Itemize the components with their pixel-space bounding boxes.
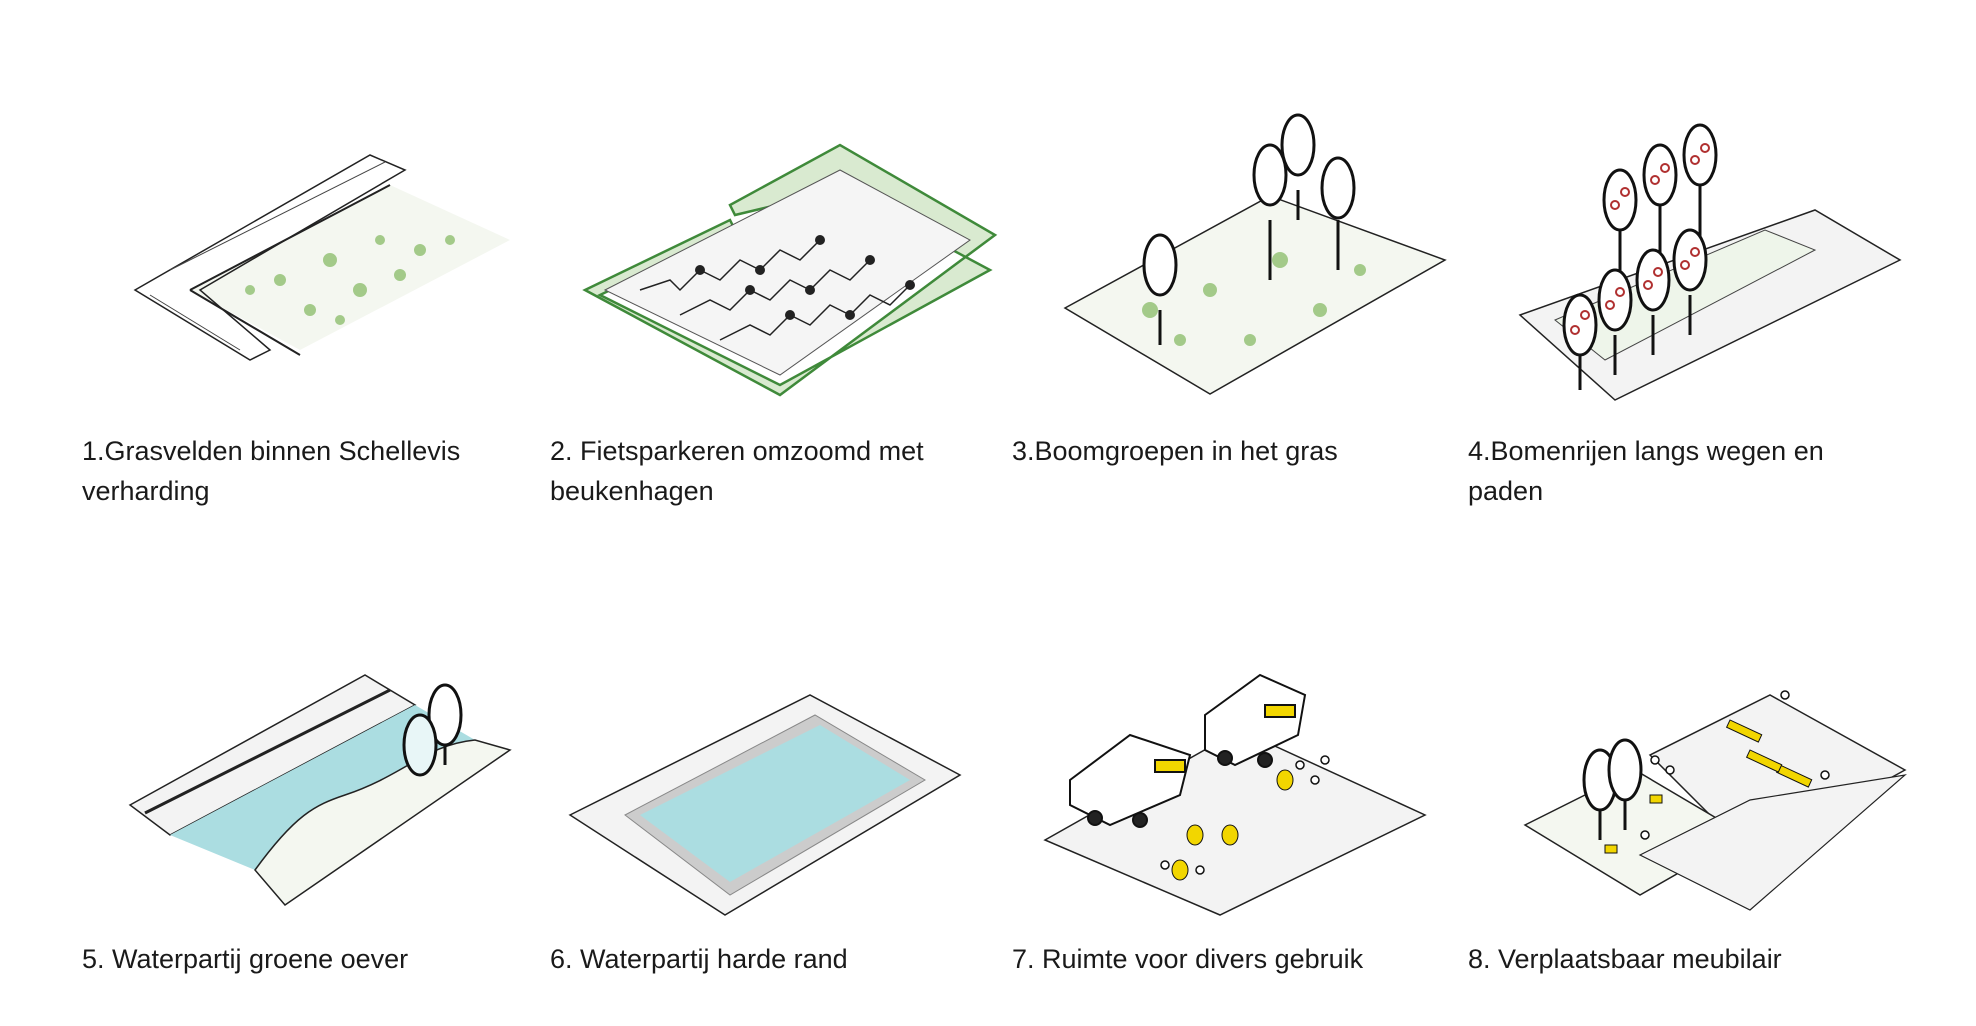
illustration-grass-fields-paving — [133, 154, 510, 361]
caption-7: 7. Ruimte voor divers gebruik — [1012, 944, 1364, 974]
illustration-tree-rows-roads — [1518, 123, 1902, 401]
illustration-bike-parking-hedges — [582, 143, 998, 397]
illustration-space-diverse-use — [1043, 673, 1427, 916]
caption-2: 2. Fietsparkeren omzoomd met beukenhagen — [550, 436, 924, 506]
caption-3: 3.Boomgroepen in het gras — [1012, 436, 1338, 466]
caption-4: 4.Bomenrijen langs wegen en paden — [1468, 436, 1824, 506]
caption-6: 6. Waterpartij harde rand — [550, 944, 848, 974]
caption-8: 8. Verplaatsbaar meubilair — [1468, 944, 1782, 974]
illustration-tree-groups-grass — [1063, 113, 1447, 395]
illustration-movable-furniture — [1523, 690, 1907, 911]
illustration-water-green-bank — [128, 674, 512, 907]
illustration-water-hard-edge — [568, 694, 962, 916]
caption-1: 1.Grasvelden binnen Schellevis verhardin… — [82, 436, 461, 506]
caption-5: 5. Waterpartij groene oever — [82, 944, 409, 974]
